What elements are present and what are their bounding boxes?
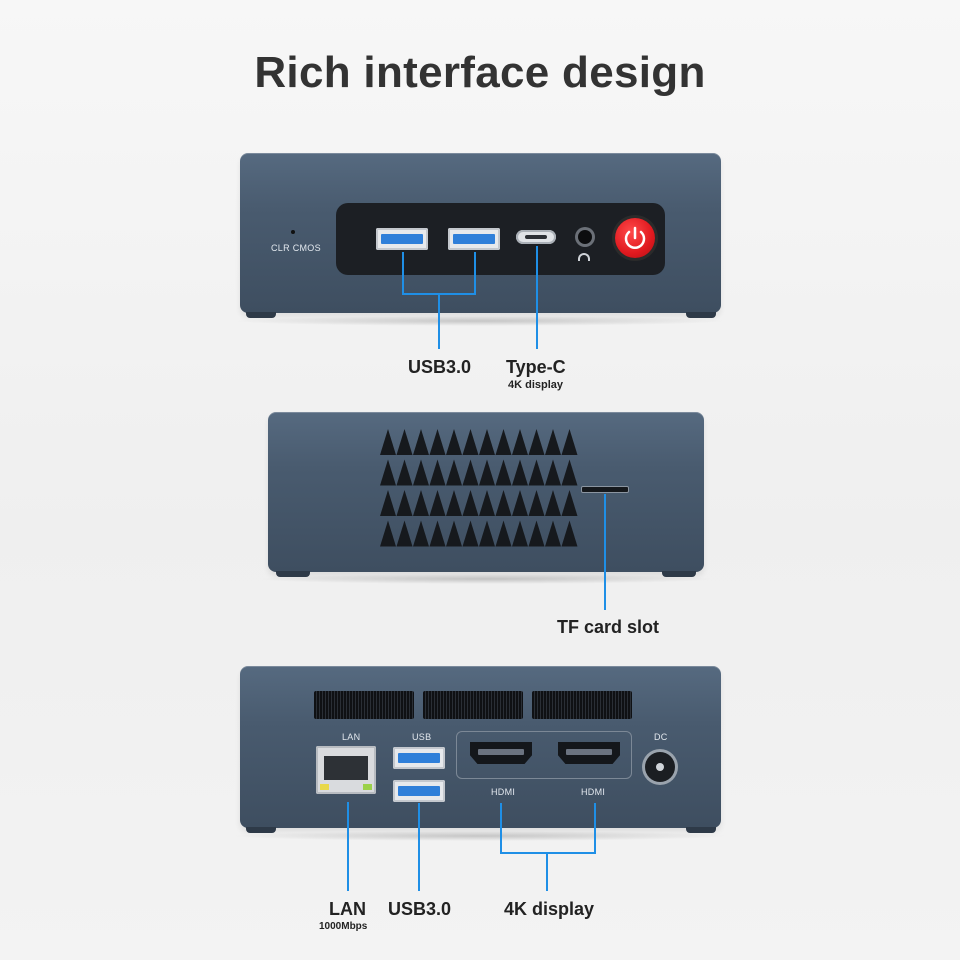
rear-label-hdmi-1: HDMI — [491, 787, 516, 797]
callout-lan: LAN — [329, 899, 366, 919]
rear-label-usb: USB — [412, 732, 432, 742]
rear-vent-2 — [423, 691, 523, 719]
rear-label-hdmi-2: HDMI — [581, 787, 606, 797]
tf-card-slot[interactable] — [582, 487, 628, 492]
callout-4k-display: 4K display — [504, 899, 595, 919]
page-title: Rich interface design — [254, 48, 706, 97]
dc-power-jack[interactable] — [645, 752, 675, 782]
rear-vent-3 — [532, 691, 632, 719]
power-icon — [624, 226, 646, 249]
front-usb-port-1[interactable] — [376, 228, 428, 250]
audio-jack[interactable] — [578, 230, 592, 244]
hdmi-port-group — [456, 731, 632, 779]
rear-usb-port-2[interactable] — [393, 780, 445, 802]
power-button[interactable] — [615, 218, 655, 258]
type-c-port[interactable] — [516, 230, 556, 244]
side-vent-grille — [380, 427, 578, 549]
rear-label-lan: LAN — [342, 732, 361, 742]
rear-label-dc: DC — [654, 732, 668, 742]
hdmi-port-2[interactable] — [558, 742, 620, 764]
clr-cmos-label: CLR CMOS — [271, 243, 321, 253]
rear-usb-port-1[interactable] — [393, 747, 445, 769]
front-usb-port-2[interactable] — [448, 228, 500, 250]
callout-type-c-sub: 4K display — [508, 379, 564, 391]
rear-vent-1 — [314, 691, 414, 719]
callout-tf-card-slot: TF card slot — [557, 617, 660, 637]
hdmi-port-1[interactable] — [470, 742, 532, 764]
callout-usb30-front: USB3.0 — [408, 357, 472, 377]
callout-lan-sub: 1000Mbps — [319, 921, 368, 932]
headphone-icon — [578, 253, 590, 261]
callout-usb30-rear: USB3.0 — [388, 899, 452, 919]
clr-cmos-hole[interactable] — [291, 230, 295, 234]
lan-port[interactable] — [316, 746, 376, 794]
callout-type-c: Type-C — [506, 357, 566, 377]
